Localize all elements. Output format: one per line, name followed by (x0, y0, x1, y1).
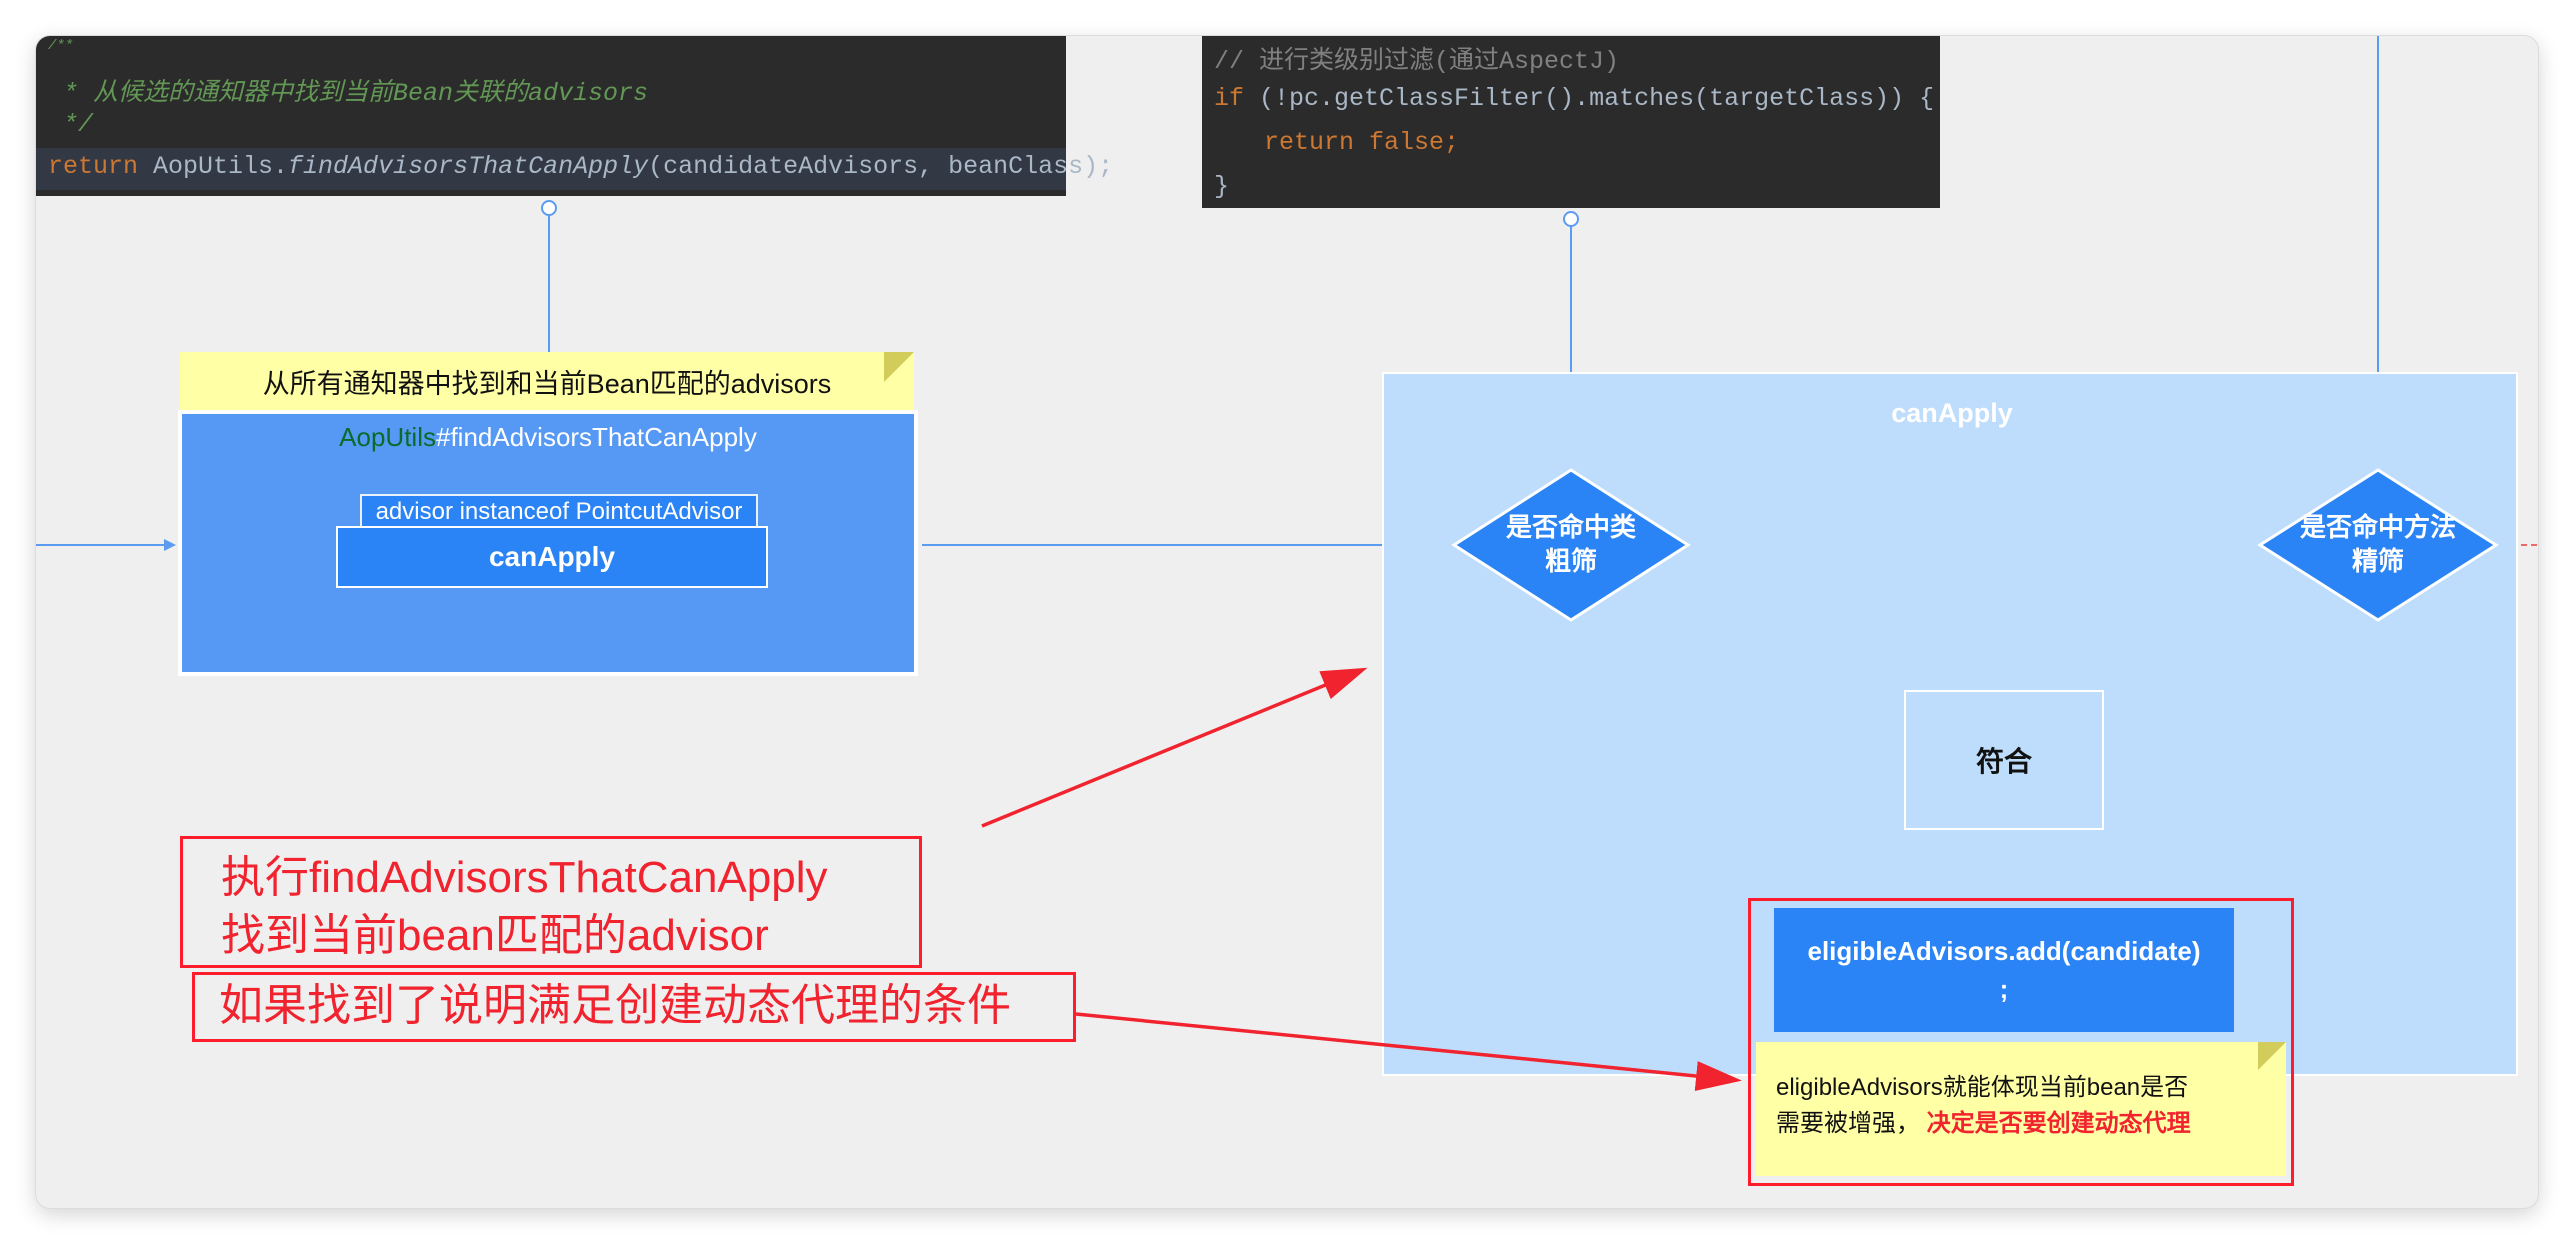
aop-utils-box[interactable]: AopUtils#findAdvisorsThatCanApply adviso… (178, 410, 918, 676)
eligible-add-node[interactable]: eligibleAdvisors.add(candidate); (1774, 908, 2234, 1032)
connector-port (1563, 211, 1579, 227)
note-bottom: eligibleAdvisors就能体现当前bean是否 需要被增强， 决定是否… (1756, 1042, 2286, 1176)
highlight-box-eligible (1748, 898, 2294, 1186)
annotation-exec: 执行findAdvisorsThatCanApply 找到当前bean匹配的ad… (180, 836, 922, 968)
code-left-highlight (36, 148, 1066, 190)
code-left-line2: * 从候选的通知器中找到当前Bean关联的advisors (48, 79, 649, 108)
diamond-method-label: 是否命中方法精筛 (2299, 512, 2456, 576)
arrow-to-note (1075, 1012, 1742, 1091)
can-apply-node[interactable]: canApply (336, 526, 768, 588)
note-fold-icon (884, 352, 914, 382)
annotation-arrows (981, 667, 1742, 1091)
instanceof-label: advisor instanceof PointcutAdvisor (360, 494, 758, 530)
diamond-method-filter[interactable] (2257, 468, 2499, 622)
diamond-shapes (1451, 468, 2499, 622)
connector-port (541, 200, 557, 216)
code-right-line3: return false; (1264, 128, 1460, 157)
diamond-class-label: 是否命中类粗筛 (1505, 512, 1636, 576)
annotation-condition: 如果找到了说明满足创建动态代理的条件 (192, 972, 1076, 1042)
code-right-line4: } (1214, 172, 1230, 201)
diagram-canvas: /** * 从候选的通知器中找到当前Bean关联的advisors */ ret… (36, 36, 2538, 1208)
note-top: 从所有通知器中找到和当前Bean匹配的advisors (180, 352, 914, 410)
code-left-line1: /** (48, 38, 74, 54)
arrow-to-container (981, 667, 1368, 828)
code-right-line2: if (!pc.getClassFilter().matches(targetC… (1214, 84, 1935, 113)
container-title: canApply (1891, 398, 2013, 428)
note-fold-icon (2258, 1042, 2286, 1070)
diamond-class-filter[interactable] (1451, 468, 1691, 622)
code-panel-right: // 进行类级别过滤(通过AspectJ) if (!pc.getClassFi… (1202, 36, 1940, 208)
code-right-line1: // 进行类级别过滤(通过AspectJ) (1214, 47, 1620, 76)
code-left-line3: */ (48, 110, 94, 139)
code-panel-left: /** * 从候选的通知器中找到当前Bean关联的advisors */ ret… (36, 36, 1113, 196)
note-top-text: 从所有通知器中找到和当前Bean匹配的advisors (262, 368, 832, 399)
fuhe-node[interactable]: 符合 (1904, 690, 2104, 830)
aop-utils-title: AopUtils#findAdvisorsThatCanApply (339, 422, 757, 452)
code-left-line4: return AopUtils.findAdvisorsThatCanApply… (48, 152, 1114, 181)
